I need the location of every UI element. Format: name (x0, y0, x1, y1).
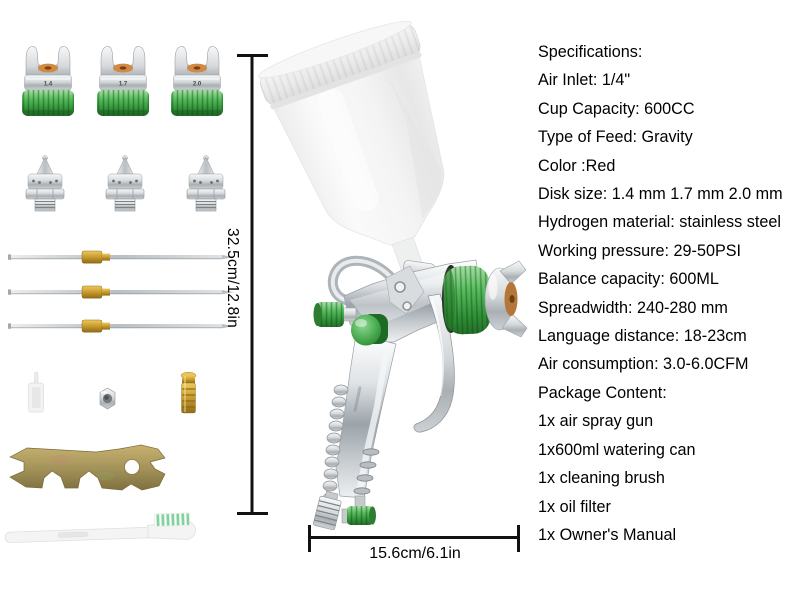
spec-line: Air Inlet: 1/4" (538, 71, 631, 90)
brass-fitting (180, 372, 197, 414)
fluid-drain-knob (341, 495, 376, 525)
spec-line: Cup Capacity: 600CC (538, 99, 695, 118)
width-dimension-label: 15.6cm/6.1in (369, 545, 461, 562)
air-cap-size-label: 2.0 (193, 82, 202, 88)
height-dimension-line (237, 54, 268, 515)
spec-line: 1x600ml watering can (538, 440, 696, 459)
spec-line: Hydrogen material: stainless steel (538, 213, 781, 232)
hex-nut (99, 387, 116, 410)
front-air-cap (442, 260, 528, 338)
spec-line: Spreadwidth: 240-280 mm (538, 298, 728, 317)
oil-filter-part (28, 371, 44, 413)
spec-line: 1x cleaning brush (538, 469, 665, 488)
multi-wrench (9, 444, 166, 491)
spec-line: Package Content: (538, 383, 667, 402)
cleaning-brush (4, 512, 196, 544)
spec-line: Language distance: 18-23cm (538, 327, 747, 346)
spec-line: 1x air spray gun (538, 412, 654, 431)
gravity-cup (258, 20, 445, 276)
spec-line: Specifications: (538, 43, 643, 61)
handle (335, 333, 397, 499)
linkage-plate (385, 265, 425, 315)
spec-line: 1x Owner's Manual (538, 525, 677, 544)
air-cap-set: 1.4 1.7 2.0 (21, 45, 224, 117)
air-cap-size-label: 1.7 (119, 82, 128, 88)
spec-line: Color :Red (538, 156, 616, 175)
fluid-adjust-knob (351, 314, 388, 346)
spec-line: Air consumption: 3.0-6.0CFM (538, 355, 749, 374)
spec-line: Type of Feed: Gravity (538, 128, 693, 147)
air-inlet-fitting (313, 490, 342, 531)
specifications-list: Specifications: Air Inlet: 1/4" Cup Capa… (538, 38, 783, 549)
spray-gun (258, 20, 528, 531)
width-dimension-line (308, 525, 520, 552)
fluid-nozzle-set (25, 155, 226, 212)
spec-line: Working pressure: 29-50PSI (538, 241, 742, 260)
spec-line: Balance capacity: 600ML (538, 270, 719, 289)
needle-set (7, 250, 235, 333)
air-adjust-knob (313, 302, 357, 327)
air-cap-size-label: 1.4 (44, 82, 53, 88)
height-dimension-label: 32.5cm/12.8in (224, 228, 241, 328)
spec-line: Disk size: 1.4 mm 1.7 mm 2.0 mm (538, 185, 783, 204)
spec-line: 1x oil filter (538, 497, 611, 516)
